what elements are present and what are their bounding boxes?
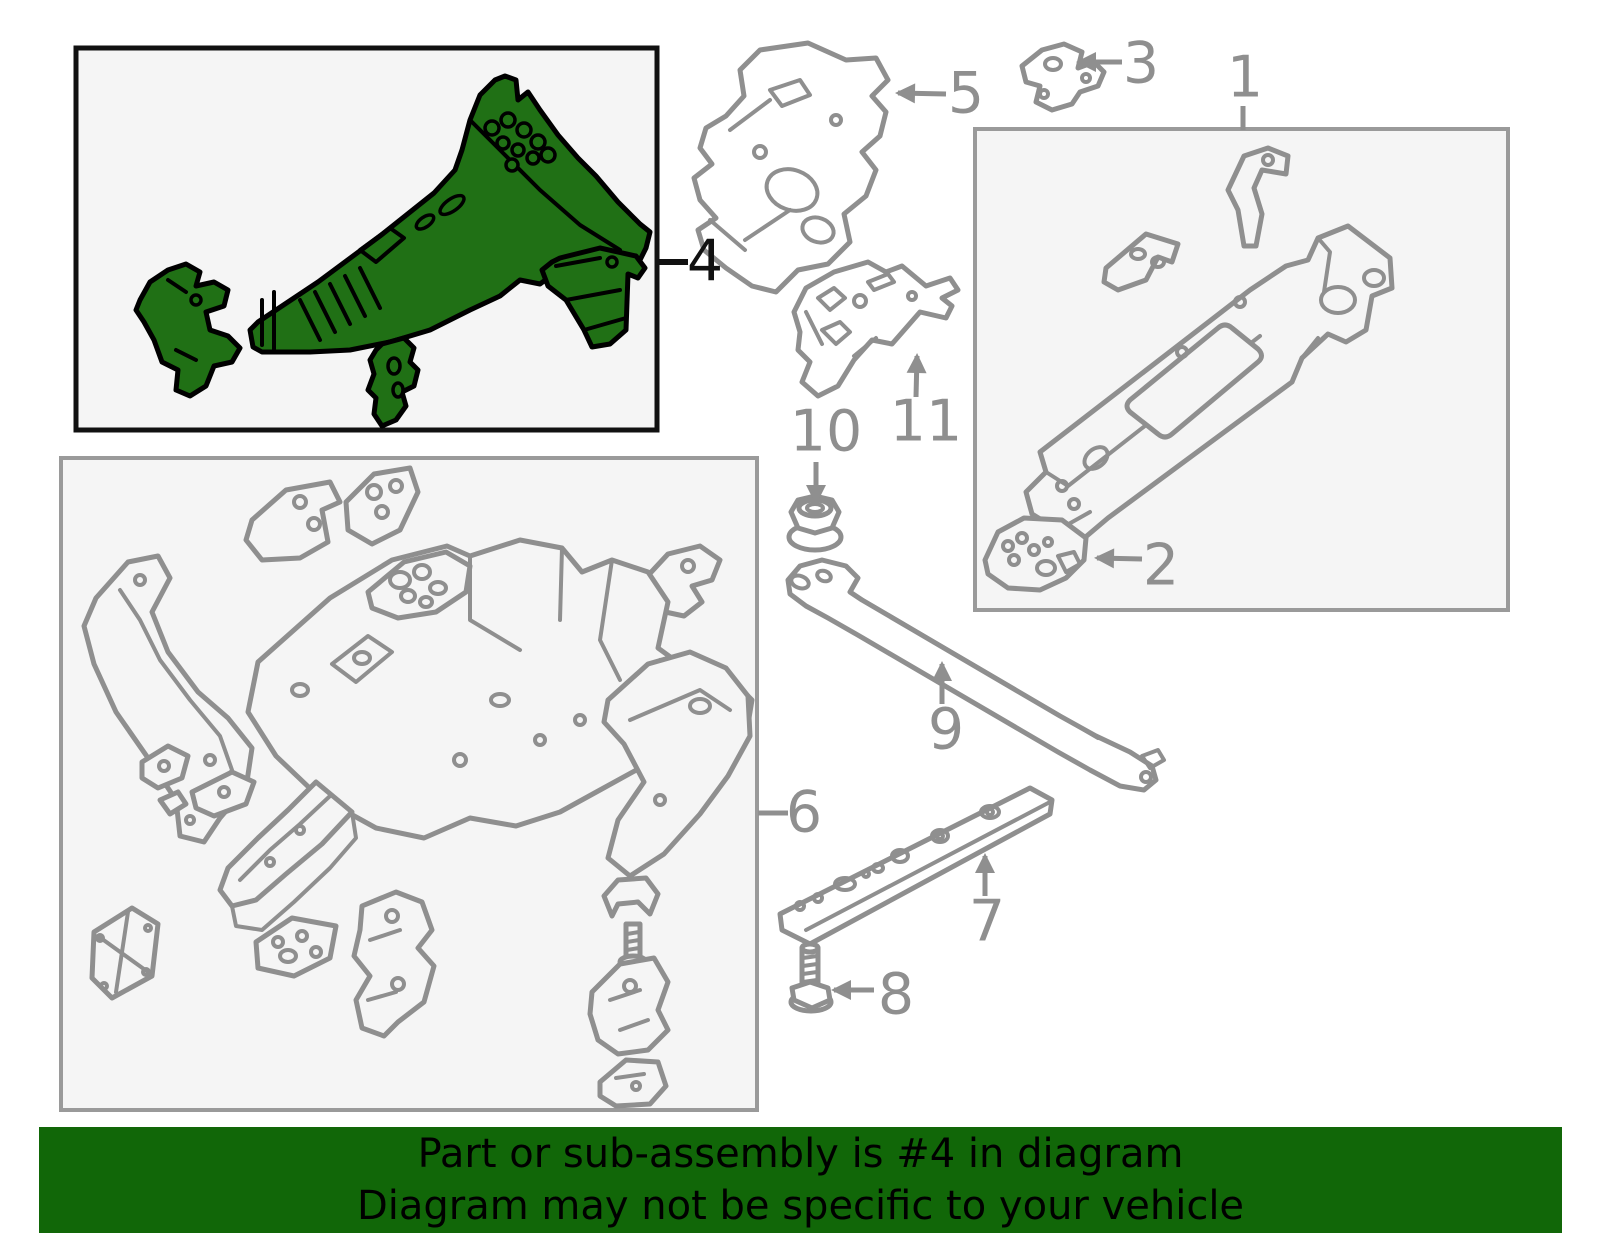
banner-line-2: Diagram may not be specific to your vehi… — [356, 1183, 1245, 1229]
part-7-crossmember-bar — [777, 785, 1055, 947]
callout-10: 10 — [789, 398, 863, 465]
callout-5: 5 — [947, 60, 985, 127]
highlight-banner: Part or sub-assembly is #4 in diagram Di… — [39, 1127, 1562, 1233]
callout-6: 6 — [785, 779, 823, 846]
part-6-assembly — [81, 465, 755, 1109]
callout-8: 8 — [877, 961, 915, 1028]
part-3-bracket — [1019, 41, 1107, 113]
callout-1: 1 — [1226, 44, 1264, 111]
highlighted-part-4-apron-panel — [247, 73, 653, 355]
part-9-brace-bar — [785, 557, 1166, 793]
banner-line-1: Part or sub-assembly is #4 in diagram — [417, 1131, 1184, 1177]
part-10-flange-nut — [786, 493, 844, 553]
highlighted-part-4-left-bracket — [133, 261, 243, 399]
arrow-2 — [1094, 548, 1143, 569]
arrow-5 — [895, 83, 947, 104]
part-5-cowl-bracket — [691, 40, 891, 295]
callout-3: 3 — [1122, 30, 1160, 97]
callout-11: 11 — [889, 388, 963, 455]
part-1-small-plate — [1101, 231, 1181, 293]
part-1-flag-bracket — [1225, 145, 1291, 249]
callout-7: 7 — [968, 888, 1006, 955]
callout-2: 2 — [1142, 532, 1180, 599]
highlighted-part-4-right-wedge — [539, 245, 648, 350]
part-2-reinforcement-plate — [982, 515, 1089, 593]
part-1-apron-rail — [1023, 223, 1395, 543]
part-8-bolt — [788, 941, 834, 1014]
callout-9: 9 — [927, 696, 965, 763]
arrow-11 — [906, 353, 927, 398]
leader-arrows — [658, 52, 1246, 1000]
callout-4-highlighted: 4 — [686, 228, 724, 295]
highlighted-part-4-bottom-clip — [365, 335, 421, 429]
part-11-bracket — [791, 259, 961, 399]
